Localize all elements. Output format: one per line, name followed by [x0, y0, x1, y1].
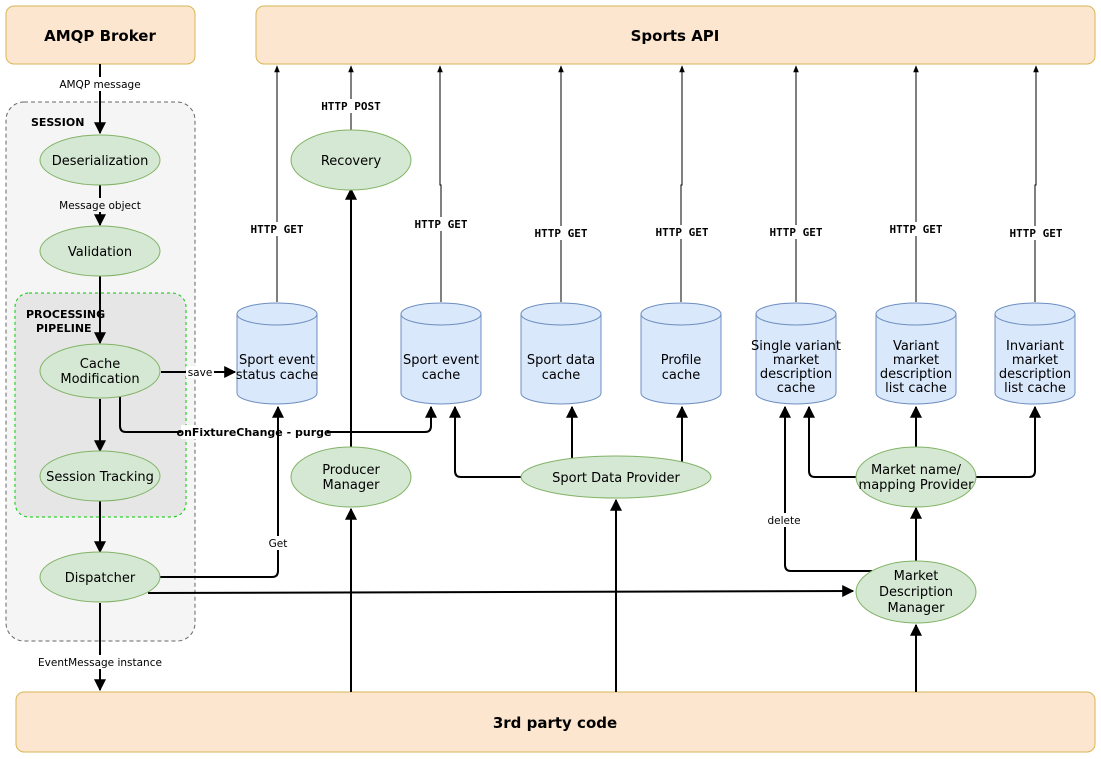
invariant-cache-label-2: market	[1012, 353, 1058, 368]
validation-label: Validation	[68, 245, 132, 260]
variant-cache-label-3: description	[880, 367, 952, 382]
edge-http-get-variant: HTTP GET	[890, 223, 943, 236]
edge-amqp-message: AMQP message	[59, 79, 140, 91]
producer-manager-label-2: Manager	[323, 478, 381, 493]
edge-http-post: HTTP POST	[321, 100, 381, 113]
event-cache-label-2: cache	[422, 368, 461, 383]
market-description-manager-node	[855, 560, 977, 624]
sport-event-status-cache: Sport event status cache	[236, 302, 319, 405]
single-cache-label-2: market	[773, 353, 819, 368]
cache-modification-node	[39, 343, 161, 399]
edge-http-get-data: HTTP GET	[535, 227, 588, 240]
single-cache-label-1: Single variant	[751, 339, 841, 354]
session-tracking-node	[39, 450, 161, 502]
status-cache-label-1: Sport event	[239, 353, 315, 368]
sport-data-cache: Sport data cache	[520, 302, 602, 405]
edge-delete: delete	[767, 515, 800, 527]
market-description-manager-label-3: Manager	[888, 601, 946, 616]
variant-cache-label-1: Variant	[893, 339, 939, 354]
event-cache-label-1: Sport event	[403, 353, 479, 368]
dispatcher-label: Dispatcher	[65, 571, 136, 586]
validation-node	[39, 225, 161, 277]
edge-save: save	[188, 367, 213, 379]
variant-market-description-list-cache: Variant market description list cache	[875, 302, 957, 405]
edge-purge: onFixtureChange - purge	[177, 426, 332, 439]
deserialization-node	[39, 134, 161, 186]
sport-event-cache: Sport event cache	[400, 302, 482, 405]
sports-api-box	[255, 5, 1096, 65]
sport-data-provider-node	[520, 455, 712, 499]
edge-http-get-event: HTTP GET	[415, 218, 468, 231]
cache-modification-label-1: Cache	[80, 357, 120, 372]
session-tracking-label: Session Tracking	[46, 470, 154, 485]
variant-cache-label-2: market	[893, 353, 939, 368]
deserialization-label: Deserialization	[52, 154, 149, 169]
session-label: SESSION	[31, 116, 84, 129]
variant-cache-label-4: list cache	[885, 381, 947, 396]
edge-http-get-single: HTTP GET	[770, 226, 823, 239]
recovery-node	[290, 129, 412, 191]
producer-manager-node	[290, 446, 412, 508]
sports-api-label: Sports API	[631, 27, 720, 45]
producer-manager-label-1: Producer	[322, 463, 380, 478]
market-name-provider-label-2: mapping Provider	[859, 478, 975, 493]
dispatcher-node	[39, 551, 161, 603]
edge-message-object: Message object	[59, 200, 141, 212]
market-name-provider-label-1: Market name/	[871, 463, 962, 478]
single-cache-label-3: description	[760, 367, 832, 382]
amqp-broker-label: AMQP Broker	[44, 27, 156, 45]
single-variant-market-description-cache: Single variant market description cache	[751, 302, 841, 405]
market-name-provider-node	[855, 446, 977, 508]
third-party-box	[15, 691, 1096, 753]
invariant-cache-label-1: Invariant	[1006, 339, 1064, 354]
single-cache-label-4: cache	[777, 381, 816, 396]
profile-cache-label-2: cache	[662, 368, 701, 383]
third-party-label: 3rd party code	[493, 714, 617, 732]
edge-http-get-status: HTTP GET	[251, 223, 304, 236]
market-description-manager-label-1: Market	[894, 569, 939, 584]
invariant-cache-label-3: description	[999, 367, 1071, 382]
recovery-label: Recovery	[321, 154, 382, 169]
data-cache-label-1: Sport data	[527, 353, 595, 368]
data-cache-label-2: cache	[542, 368, 581, 383]
profile-cache: Profile cache	[640, 302, 722, 405]
market-description-manager-label-2: Description	[879, 585, 953, 600]
edge-http-get-invariant: HTTP GET	[1010, 227, 1063, 240]
status-cache-label-2: status cache	[236, 368, 319, 383]
invariant-cache-label-4: list cache	[1004, 381, 1066, 396]
sport-data-provider-label: Sport Data Provider	[552, 471, 680, 486]
cache-modification-label-2: Modification	[60, 372, 139, 387]
pipeline-label-2: PIPELINE	[36, 322, 92, 335]
invariant-market-description-list-cache: Invariant market description list cache	[994, 302, 1076, 405]
pipeline-label-1: PROCESSING	[26, 308, 105, 321]
edge-event-message: EventMessage instance	[38, 657, 162, 669]
edge-http-get-profile: HTTP GET	[656, 226, 709, 239]
edge-get: Get	[269, 538, 288, 550]
profile-cache-label-1: Profile	[661, 353, 701, 368]
